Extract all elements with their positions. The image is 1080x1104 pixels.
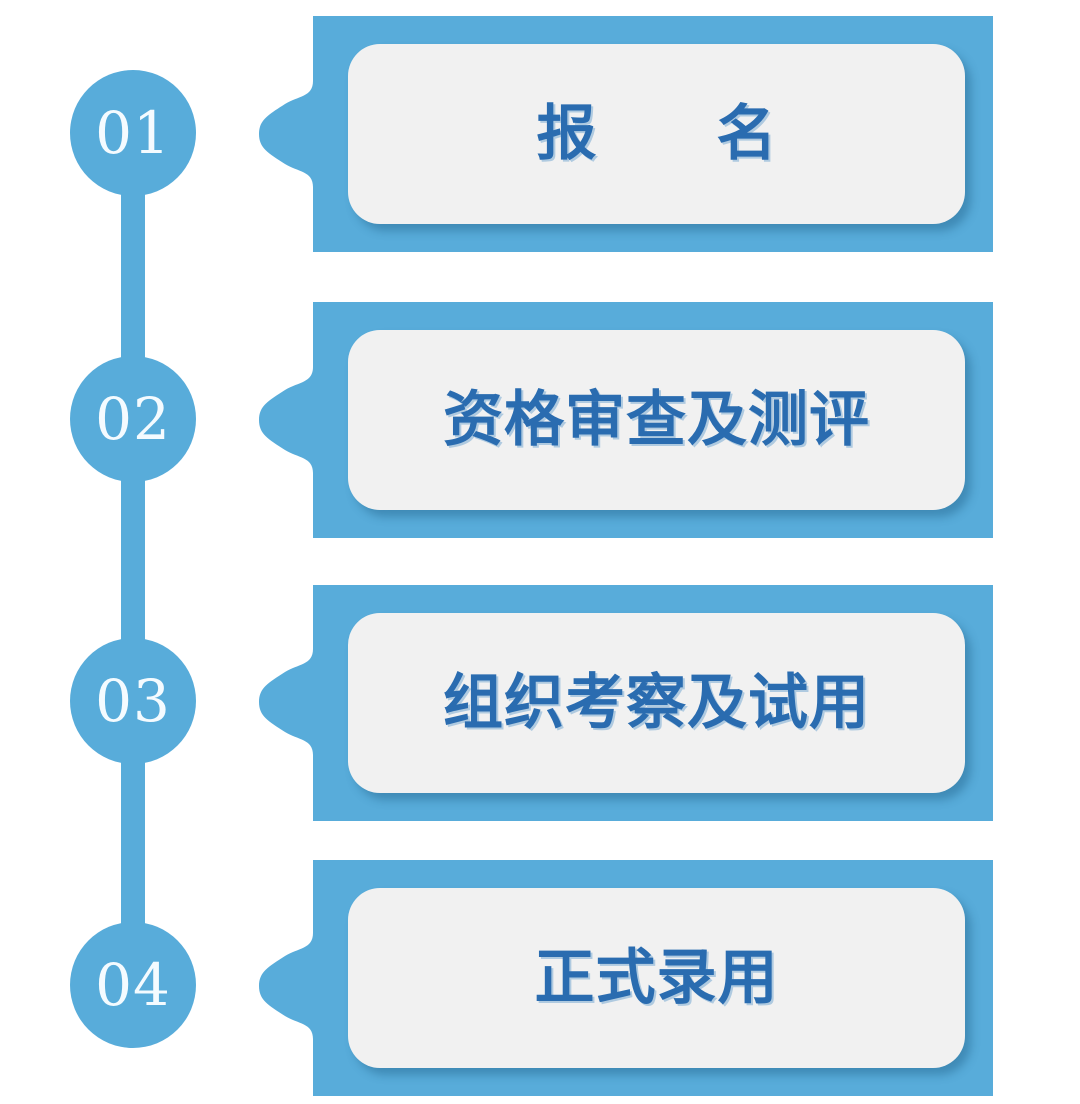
step-label-03: 组织考察及试用 [443, 669, 870, 736]
step-number-01: 01 [95, 99, 171, 167]
step-circle-01[interactable] [70, 70, 196, 196]
step-circle-03[interactable] [70, 638, 196, 764]
step-panel-02[interactable]: 资格审查及测评 [348, 330, 965, 510]
connector-line [121, 133, 145, 985]
step-panel-04[interactable]: 正式录用 [348, 888, 965, 1068]
step-panel-01[interactable]: 报 名 [348, 44, 965, 224]
step-label-04: 正式录用 [534, 944, 779, 1011]
step-circle-04[interactable] [70, 922, 196, 1048]
step-circle-02[interactable] [70, 356, 196, 482]
step-panel-03[interactable]: 组织考察及试用 [348, 613, 965, 793]
step-number-03: 03 [95, 667, 171, 735]
step-label-01: 报 名 [536, 100, 807, 167]
step-number-02: 02 [95, 385, 171, 453]
step-number-04: 04 [95, 951, 171, 1019]
step-label-02: 资格审查及测评 [443, 386, 870, 453]
